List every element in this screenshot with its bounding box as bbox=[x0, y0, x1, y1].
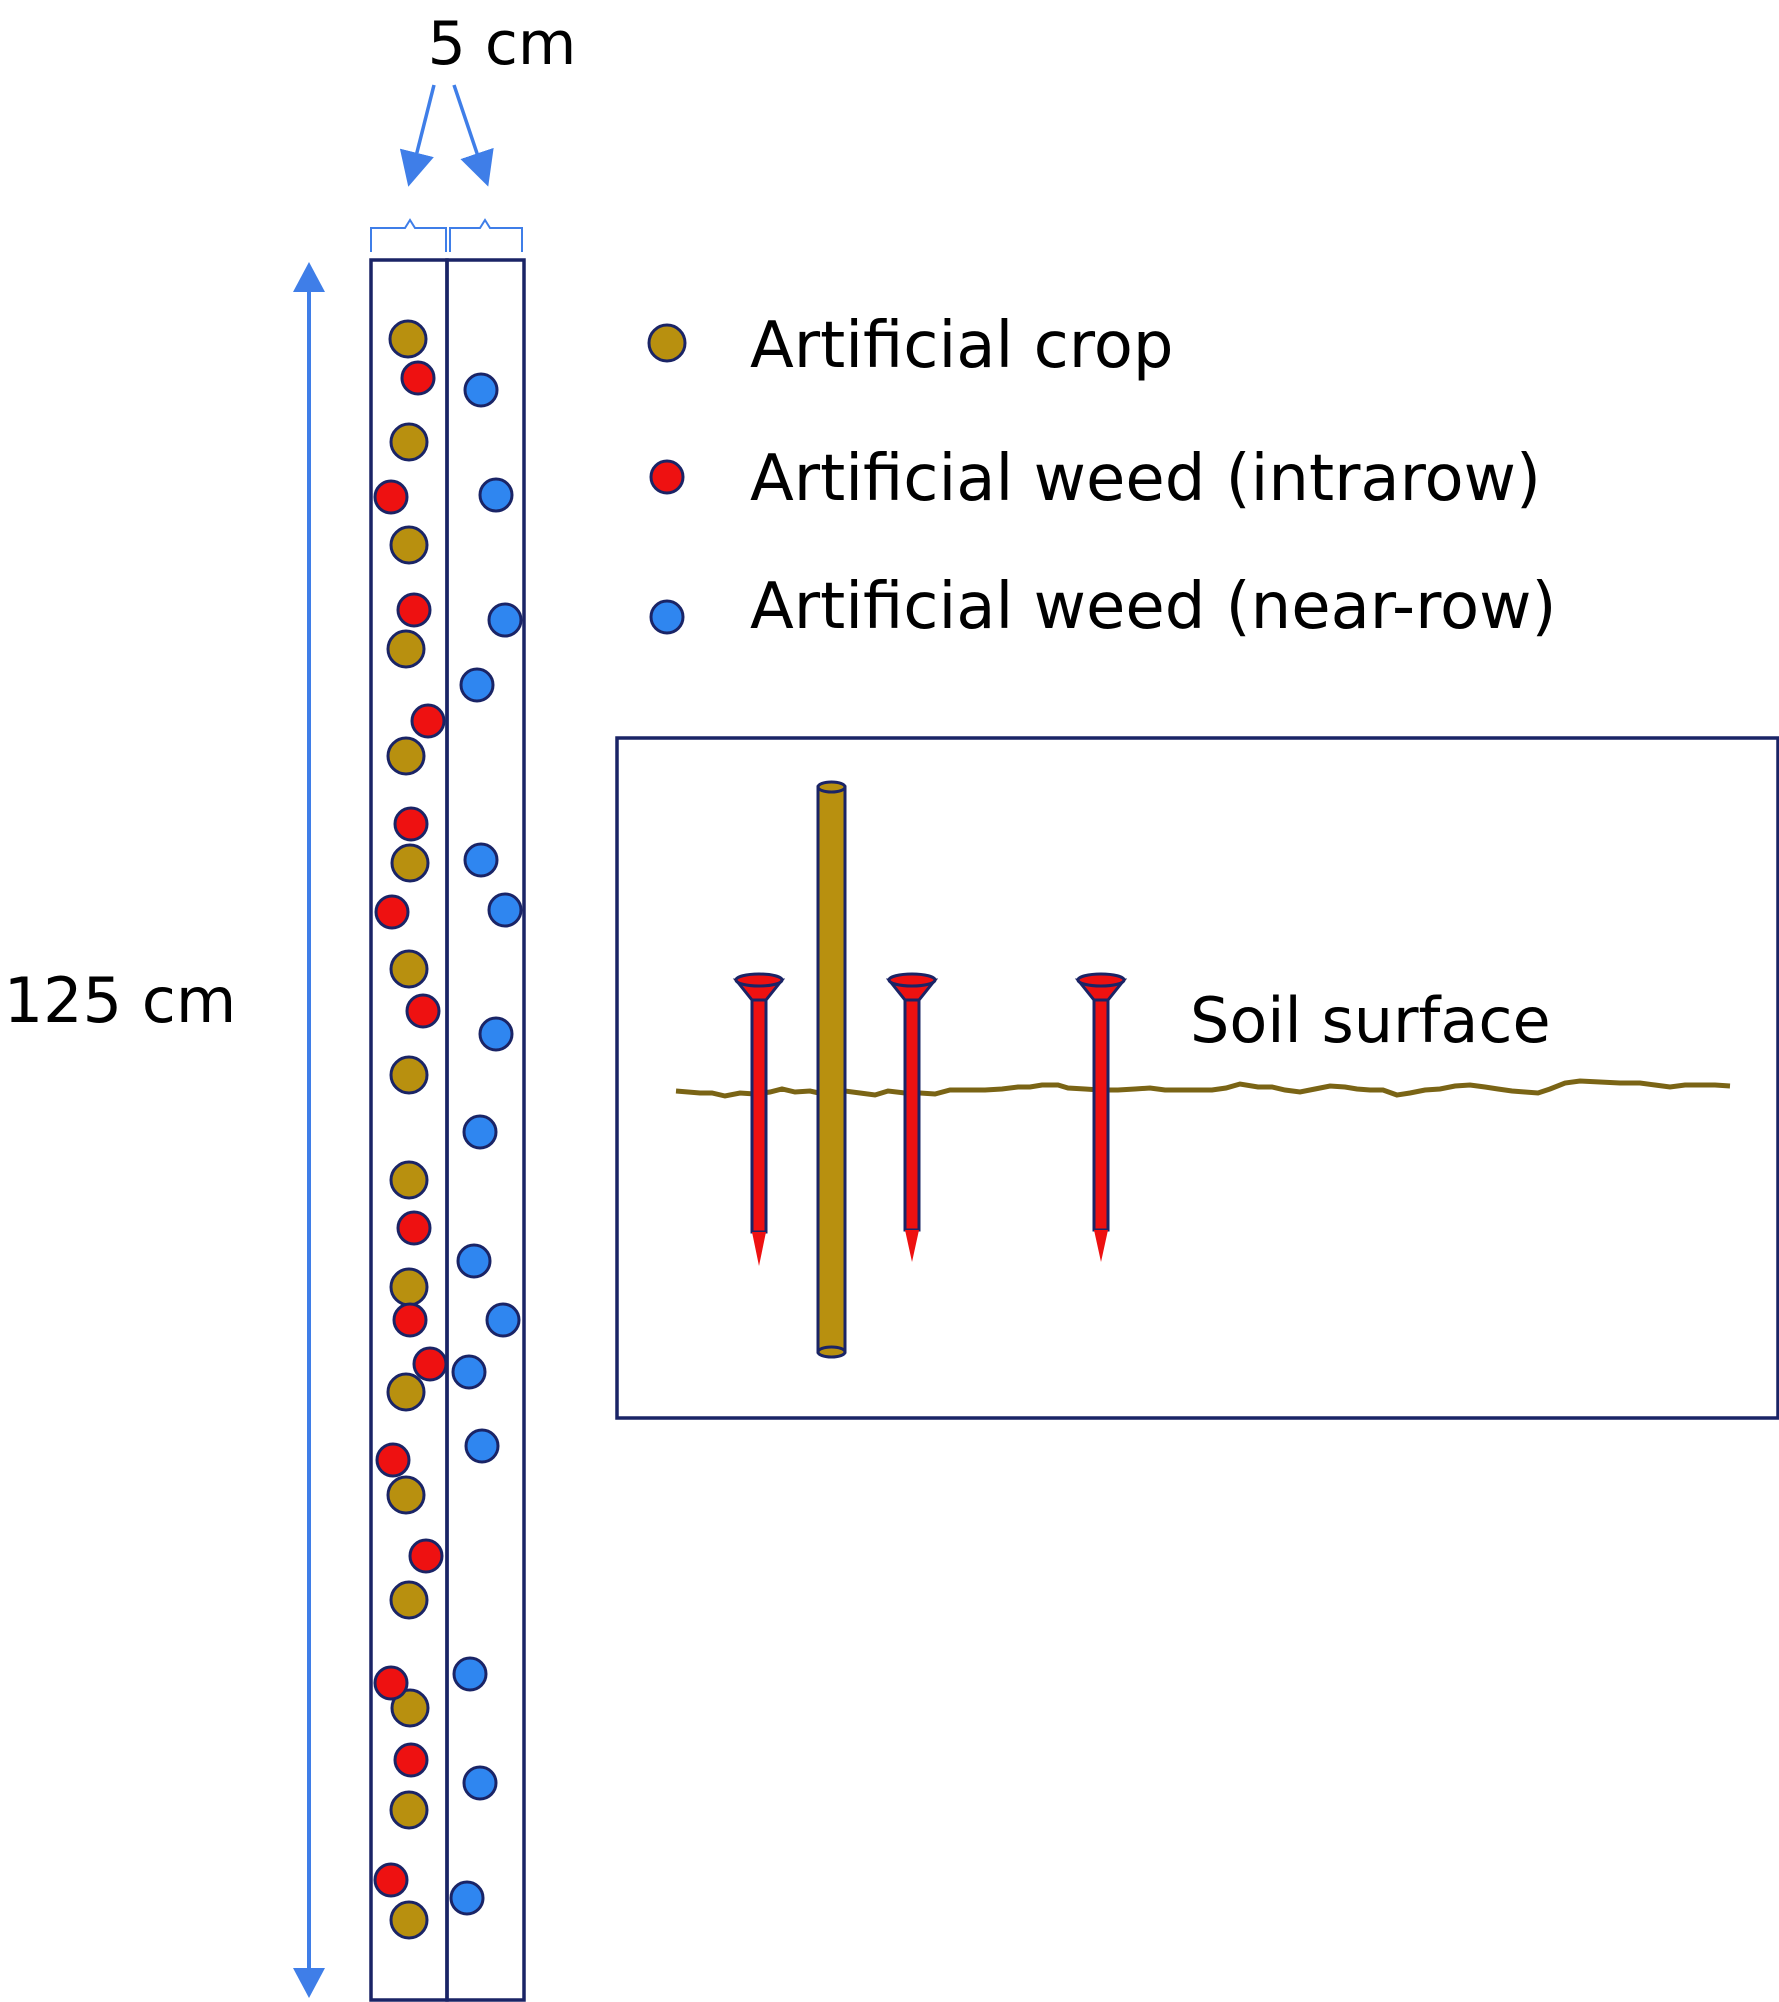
crop-marker bbox=[390, 1688, 430, 1728]
near-row-weed-marker bbox=[452, 1656, 488, 1692]
crop-marker bbox=[389, 525, 429, 565]
intrarow-weed-marker bbox=[408, 1538, 444, 1574]
intrarow-weed-marker bbox=[396, 1210, 432, 1246]
near-row-weed-marker bbox=[478, 477, 514, 513]
near-row-weed-marker bbox=[464, 1428, 500, 1464]
near-row-weed-marker bbox=[487, 602, 523, 638]
near-row-weed-marker bbox=[449, 1880, 485, 1916]
legend-crop-marker bbox=[647, 323, 687, 363]
legend: Artificial crop Artificial weed (intraro… bbox=[647, 309, 1556, 644]
intrarow-weed-marker bbox=[375, 1442, 411, 1478]
intrarow-weed-marker bbox=[373, 1665, 409, 1701]
near-row-weed-marker bbox=[485, 1302, 521, 1338]
inset-frame bbox=[615, 736, 1779, 1420]
artificial-weed-nail bbox=[885, 972, 939, 1262]
legend-crop-label: Artificial crop bbox=[750, 309, 1173, 383]
width-pointer-arrows bbox=[399, 84, 494, 187]
intrarow-weed-marker bbox=[412, 1346, 448, 1382]
width-braces bbox=[370, 218, 523, 252]
length-label: 125 cm bbox=[4, 964, 237, 1037]
crop-marker bbox=[386, 1475, 426, 1515]
length-dimension-arrow bbox=[293, 262, 325, 1998]
near-row-weed-marker bbox=[462, 1114, 498, 1150]
soil-surface-line bbox=[675, 1078, 1731, 1099]
crop-marker bbox=[389, 949, 429, 989]
intrarow-weed-marker bbox=[374, 894, 410, 930]
intrarow-weed-marker bbox=[396, 592, 432, 628]
near-row-weed-marker bbox=[462, 1765, 498, 1801]
legend-nearrow-marker bbox=[649, 599, 685, 635]
near-row-weed-marker bbox=[451, 1354, 487, 1390]
intrarow-weed-marker bbox=[392, 1302, 428, 1338]
near-row-weed-marker bbox=[463, 842, 499, 878]
near-row-weed-marker bbox=[478, 1016, 514, 1052]
near-row-weed-marker bbox=[463, 372, 499, 408]
intrarow-weed-marker bbox=[393, 806, 429, 842]
crop-marker bbox=[386, 1372, 426, 1412]
nearrow-band bbox=[445, 258, 526, 2002]
intrarow-weed-marker bbox=[393, 1742, 429, 1778]
near-row-weed-marker bbox=[487, 892, 523, 928]
row-markers bbox=[373, 319, 523, 1940]
installation-inset: Soil surface bbox=[615, 736, 1779, 1420]
intrarow-weed-marker bbox=[405, 993, 441, 1029]
artificial-weed-nail bbox=[1074, 972, 1128, 1262]
soil-surface-label: Soil surface bbox=[1190, 984, 1551, 1057]
crop-marker bbox=[389, 1160, 429, 1200]
crop-marker bbox=[389, 1790, 429, 1830]
crop-marker bbox=[386, 736, 426, 776]
crop-row-strip bbox=[369, 258, 526, 2002]
artificial-crop-rod bbox=[816, 780, 847, 1359]
crop-marker bbox=[389, 1267, 429, 1307]
crop-marker bbox=[388, 319, 428, 359]
crop-marker bbox=[386, 629, 426, 669]
width-label: 5 cm bbox=[428, 9, 577, 79]
intrarow-weed-marker bbox=[410, 703, 446, 739]
intrarow-band bbox=[369, 258, 449, 2002]
artificial-weed-nail bbox=[732, 972, 786, 1266]
intrarow-weed-marker bbox=[400, 360, 436, 396]
near-row-weed-marker bbox=[456, 1243, 492, 1279]
crop-marker bbox=[390, 843, 430, 883]
crop-marker bbox=[389, 422, 429, 462]
legend-intrarow-label: Artificial weed (intrarow) bbox=[750, 442, 1541, 516]
intrarow-weed-marker bbox=[373, 1862, 409, 1898]
crop-marker bbox=[389, 1055, 429, 1095]
legend-nearrow-label: Artificial weed (near-row) bbox=[750, 570, 1556, 644]
legend-intrarow-marker bbox=[649, 459, 685, 495]
crop-marker bbox=[389, 1580, 429, 1620]
intrarow-weed-marker bbox=[373, 479, 409, 515]
crop-marker bbox=[389, 1900, 429, 1940]
near-row-weed-marker bbox=[459, 667, 495, 703]
